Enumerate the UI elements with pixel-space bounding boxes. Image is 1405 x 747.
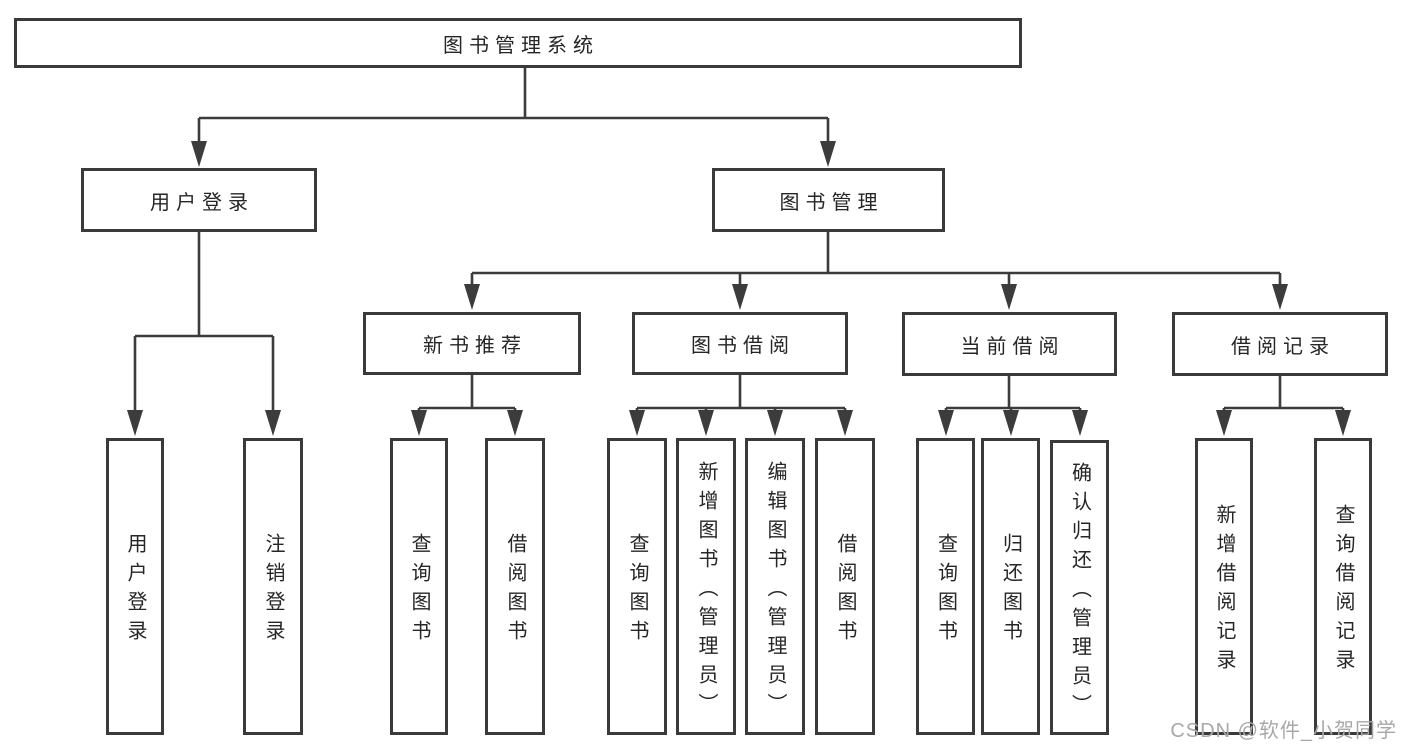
node-book-borrowing: 图书借阅	[632, 312, 848, 375]
leaf-borrowing-edit-books-admin: 编辑图书（管理员）	[745, 438, 805, 735]
node-new-book-recommend: 新书推荐	[363, 312, 581, 375]
leaf-borrowing-borrow-books: 借阅图书	[815, 438, 875, 735]
node-label: 查询图书	[626, 533, 648, 649]
leaf-current-confirm-return-admin: 确认归还（管理员）	[1050, 440, 1109, 735]
node-root: 图书管理系统	[14, 18, 1022, 68]
node-label: 用户登录	[124, 533, 146, 649]
node-user-login: 用户登录	[81, 168, 317, 232]
node-borrow-records: 借阅记录	[1172, 312, 1388, 376]
node-label: 确认归还（管理员）	[1068, 461, 1091, 723]
csdn-watermark: CSDN @软件_小贺同学	[1170, 720, 1397, 742]
node-label: 新书推荐	[423, 335, 527, 357]
node-label: 新增借阅记录	[1213, 504, 1235, 678]
node-label: 注销登录	[262, 533, 284, 649]
leaf-current-return-books: 归还图书	[981, 438, 1040, 735]
leaf-current-query-books: 查询图书	[916, 438, 975, 735]
node-label: 用户登录	[150, 191, 254, 214]
leaf-borrowing-add-books-admin: 新增图书（管理员）	[676, 438, 736, 735]
node-label: 借阅图书	[504, 533, 526, 649]
node-label: 新增图书（管理员）	[695, 460, 717, 722]
node-label: 图书借阅	[691, 335, 795, 357]
node-label: 查询图书	[934, 533, 957, 649]
leaf-borrowing-query-books: 查询图书	[607, 438, 667, 735]
leaf-user-login: 用户登录	[106, 438, 164, 735]
leaf-newbook-borrow-books: 借阅图书	[485, 438, 545, 735]
node-label: 图书管理	[779, 191, 884, 214]
node-label: 借阅记录	[1231, 335, 1335, 358]
leaf-newbook-query-books: 查询图书	[390, 438, 448, 735]
leaf-records-query-record: 查询借阅记录	[1314, 438, 1372, 735]
leaf-logout: 注销登录	[243, 438, 303, 735]
node-label: 查询图书	[408, 533, 430, 649]
node-label: 当前借阅	[960, 335, 1065, 358]
node-label: 图书管理系统	[443, 34, 599, 57]
node-current-borrowing: 当前借阅	[902, 312, 1117, 376]
node-book-management: 图书管理	[712, 168, 945, 232]
node-label: 查询借阅记录	[1332, 504, 1354, 678]
node-label: 编辑图书（管理员）	[764, 460, 786, 722]
node-label: 归还图书	[999, 533, 1022, 649]
node-label: 借阅图书	[834, 533, 856, 649]
leaf-records-add-record: 新增借阅记录	[1195, 438, 1253, 735]
